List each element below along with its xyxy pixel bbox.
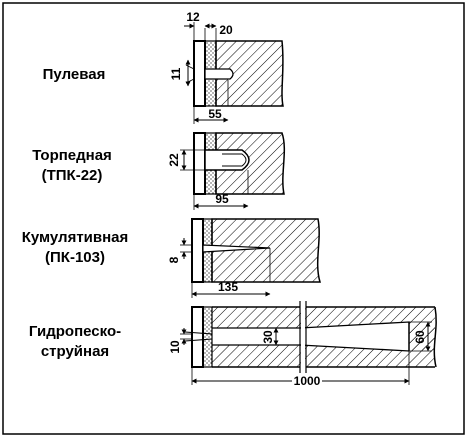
label-torpedo-line-2: (ТПК-22) <box>41 167 103 184</box>
label-hydrosand-line-2: струйная <box>40 343 110 360</box>
label-bullet: Пулевая <box>18 65 130 85</box>
dim-torpedo-bottom: 95 <box>215 192 229 206</box>
dim-hydrosand-inner: 30 <box>261 330 275 344</box>
label-cumulative: Кумулятивная (ПК-103) <box>10 228 140 268</box>
bullet-perforation-drawing: 12 20 11 55 <box>169 10 284 124</box>
dim-hydrosand-right: 60 <box>413 330 427 344</box>
label-torpedo-line-1: Торпедная <box>32 147 112 164</box>
dim-cumulative-bottom: 135 <box>218 280 238 294</box>
label-hydrosand: Гидропеско- струйная <box>10 322 140 362</box>
dim-hydrosand-side: 10 <box>168 340 182 354</box>
label-bullet-line-1: Пулевая <box>42 66 106 83</box>
dim-hydrosand-bottom: 1000 <box>294 374 321 388</box>
label-torpedo: Торпедная (ТПК-22) <box>14 146 130 186</box>
dim-cumulative-side: 8 <box>167 256 181 263</box>
hydrosand-perforation-drawing: 10 30 60 1000 <box>168 301 437 388</box>
label-cumulative-line-2: (ПК-103) <box>45 249 105 266</box>
outer-border <box>2 2 465 435</box>
cumulative-perforation-drawing: 8 135 <box>167 218 322 298</box>
dim-bullet-side: 11 <box>169 67 183 80</box>
dim-torpedo-side: 22 <box>167 153 181 167</box>
torpedo-perforation-drawing: 22 95 <box>167 132 286 210</box>
label-cumulative-line-1: Кумулятивная <box>21 229 129 246</box>
dim-bullet-top-a: 12 <box>186 10 200 24</box>
dim-bullet-top-b: 20 <box>219 23 233 37</box>
label-hydrosand-line-1: Гидропеско- <box>28 323 122 340</box>
dim-bullet-bottom: 55 <box>208 107 222 121</box>
